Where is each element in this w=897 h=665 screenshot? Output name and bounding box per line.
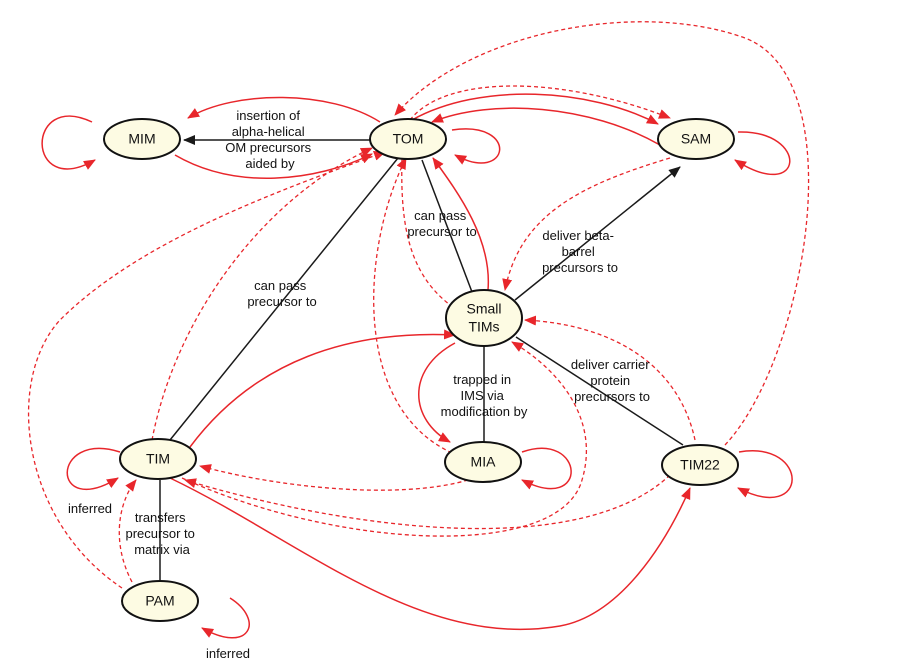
loop-sam bbox=[734, 131, 791, 176]
label-deliver-beta: deliver beta- barrel precursors to bbox=[542, 228, 618, 275]
edge-pam-to-tim-dashed bbox=[118, 479, 137, 583]
node-tom: TOM bbox=[369, 118, 447, 160]
edge-tom-small-tims bbox=[421, 159, 473, 293]
edge-tim-to-tom-dashed bbox=[151, 147, 373, 441]
label-inferred-tim: inferred bbox=[68, 501, 112, 516]
svg-text:TIM22: TIM22 bbox=[680, 457, 720, 473]
svg-text:MIA: MIA bbox=[471, 454, 497, 470]
red-dashed-edges bbox=[27, 21, 810, 589]
node-mia: MIA bbox=[444, 441, 522, 483]
edge-small-tims-tim22 bbox=[515, 336, 684, 446]
label-inferred-pam: inferred bbox=[206, 646, 250, 661]
edge-tim22-to-tim-dashed bbox=[184, 474, 671, 530]
edge-small-tims-to-tom-red bbox=[432, 157, 490, 291]
label-insertion: insertion of alpha-helical OM precursors… bbox=[225, 108, 315, 171]
edge-labels: insertion of alpha-helical OM precursors… bbox=[68, 108, 653, 661]
node-small-tims: Small TIMs bbox=[445, 289, 523, 347]
edge-tim-to-small-tims-dashed bbox=[181, 341, 587, 537]
loop-tom bbox=[451, 128, 501, 165]
node-sam: SAM bbox=[657, 118, 735, 160]
svg-text:TOM: TOM bbox=[393, 131, 424, 147]
edge-mia-to-tom-dashed bbox=[373, 157, 466, 459]
edge-tim-to-tim22-red bbox=[169, 477, 691, 631]
black-edges bbox=[159, 135, 684, 580]
loop-mim bbox=[41, 115, 96, 170]
edge-sam-to-small-tims-dashed bbox=[502, 157, 671, 291]
edge-sam-to-tom-red bbox=[431, 107, 661, 146]
label-can-pass-tom-small: can pass precursor to bbox=[407, 208, 476, 239]
loop-pam bbox=[201, 597, 250, 639]
label-can-pass-tim-tom: can pass precursor to bbox=[247, 278, 316, 309]
node-tim22: TIM22 bbox=[661, 444, 739, 486]
loop-tim22 bbox=[737, 450, 793, 499]
edge-tom-tim bbox=[169, 157, 399, 441]
svg-text:PAM: PAM bbox=[145, 593, 174, 609]
edge-small-tims-to-mia-red bbox=[418, 342, 456, 443]
loop-mia bbox=[521, 447, 572, 490]
svg-text:TIMs: TIMs bbox=[468, 319, 499, 335]
label-trapped: trapped in IMS via modification by bbox=[441, 372, 528, 419]
edge-tim-to-small-tims-red bbox=[189, 329, 456, 448]
edge-tom-to-sam-red bbox=[411, 93, 659, 125]
edge-mim-to-tom-red bbox=[174, 153, 373, 179]
edge-tom-to-small-tims-dashed bbox=[401, 157, 461, 313]
node-mim: MIM bbox=[103, 118, 181, 160]
red-solid-edges bbox=[169, 93, 691, 631]
edge-tim22-to-small-tims-dashed bbox=[524, 315, 696, 441]
node-tim: TIM bbox=[119, 438, 197, 480]
svg-text:TIM: TIM bbox=[146, 451, 170, 467]
self-loops bbox=[41, 115, 793, 639]
svg-text:SAM: SAM bbox=[681, 131, 711, 147]
edge-small-tims-to-sam bbox=[514, 166, 681, 301]
node-pam: PAM bbox=[121, 580, 199, 622]
label-deliver-carrier: deliver carrier protein precursors to bbox=[571, 357, 653, 404]
edge-tom-to-mim-red bbox=[187, 96, 381, 123]
edge-mia-to-tim-dashed bbox=[199, 464, 469, 491]
svg-text:MIM: MIM bbox=[128, 131, 155, 147]
loop-tim bbox=[66, 447, 121, 491]
svg-text:Small: Small bbox=[466, 301, 501, 317]
edge-tom-to-sam-dashed bbox=[409, 85, 671, 121]
label-transfers: transfers precursor to matrix via bbox=[126, 510, 199, 557]
edge-pam-to-tom-dashed bbox=[27, 151, 386, 589]
